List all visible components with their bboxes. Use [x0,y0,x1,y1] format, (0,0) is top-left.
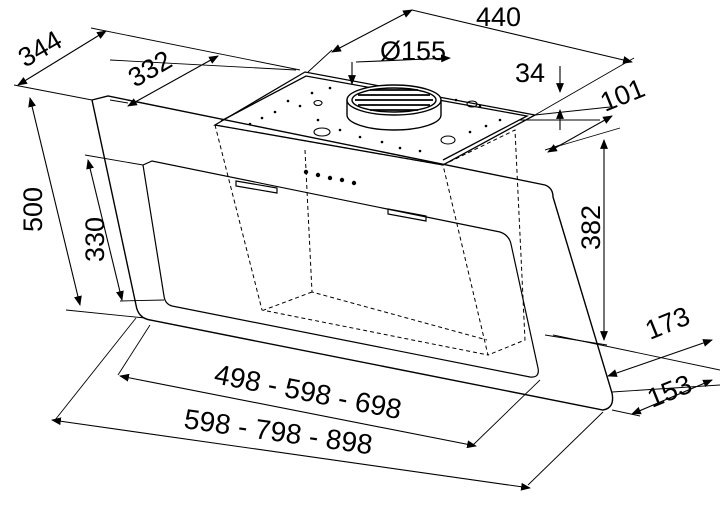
dim-line-101 [547,115,613,153]
dim-line-332 [127,55,219,107]
dim-line-344 [17,30,107,86]
dim-label-153: 153 [643,369,696,414]
inner-glass-panel [142,160,539,378]
exhaust-spigot [346,84,442,131]
hidden-body-outline [214,124,526,356]
plate-fittings [313,99,478,145]
dim-label-344: 344 [13,25,67,74]
dim-label-101: 101 [596,73,649,118]
dim-line-500 [28,97,82,306]
dim-line-155 [355,54,451,63]
dim-label-440: 440 [476,2,521,32]
dim-line-330 [86,159,124,301]
dim-label-330: 330 [80,217,110,262]
dim-label-382: 382 [576,205,606,250]
control-buttons [303,169,357,186]
outer-glass-panel [91,95,614,411]
dim-line-153 [631,379,713,415]
dim-label-332: 332 [123,45,177,94]
spigot-grille [355,89,433,111]
dim-label-34: 34 [515,58,545,88]
dim-line-outer-widths [51,417,531,491]
handles [235,180,427,222]
dim-label-500: 500 [18,187,48,232]
dimension-lines [17,9,713,491]
dim-label-173: 173 [641,301,694,346]
dim-line-173 [607,339,713,377]
dim-label-155: Ø155 [380,36,446,66]
plate-holes [248,86,502,153]
dim-line-440 [331,9,413,53]
